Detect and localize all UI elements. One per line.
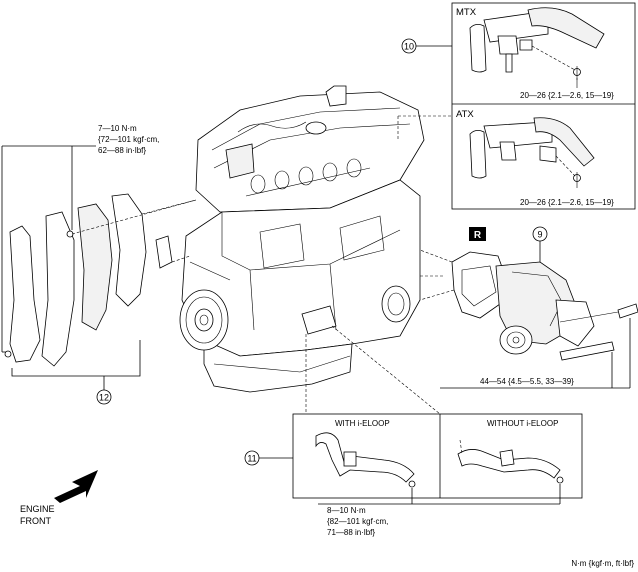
mtx-label: MTX <box>456 7 477 18</box>
svg-text:R: R <box>474 230 482 241</box>
svg-text:11: 11 <box>247 454 256 464</box>
water-pump-torque-leaders <box>440 318 631 389</box>
svg-text:9: 9 <box>537 230 542 240</box>
water-pump-pulley <box>499 325 533 355</box>
timing-cover-seal-plate <box>41 211 75 367</box>
timing-cover-torque-leaders <box>1 145 96 353</box>
replace-badge <box>469 227 486 241</box>
timing-cover-bracket <box>155 235 173 269</box>
without-ieloop-label: WITHOUT i-ELOOP <box>487 419 558 428</box>
water-pump-torque-spec: 44—54 {4.5—5.5, 33—39} <box>480 377 574 386</box>
engine-block <box>179 85 425 393</box>
water-pump-bolt-long <box>617 303 638 319</box>
water-hose-without-ieloop <box>457 439 564 484</box>
with-ieloop-label: WITH i-ELOOP <box>335 419 390 428</box>
engine-front-indicator: ENGINE FRONT <box>20 470 98 526</box>
timing-cover-gasket <box>9 225 41 363</box>
water-pump-assembly: R <box>419 227 638 361</box>
transmission-detail-panel: MTX ATX 20—26 {2.1—2.6, 15—19} <box>451 2 636 210</box>
engine-front-label-line2: FRONT <box>20 516 51 526</box>
atx-torque-spec: 20—26 {2.1—2.6, 15—19} <box>520 198 614 207</box>
timing-chain-cover-parts <box>4 193 197 367</box>
transmission-panel-frame <box>451 2 636 210</box>
water-hose-panel: WITH i-ELOOP WITHOUT i-ELOOP <box>292 413 583 505</box>
timing-cover-torque-line1: 7—10 N·m <box>98 124 137 133</box>
mtx-water-pipe <box>469 7 605 88</box>
callout-11: 11 <box>244 450 293 466</box>
water-hose-with-ieloop <box>315 432 416 488</box>
mtx-torque-spec: 20—26 {2.1—2.6, 15—19} <box>520 91 614 100</box>
engine-front-arrow-icon <box>54 470 98 503</box>
callout-9: 9 <box>532 226 548 262</box>
timing-cover-torque-line2: {72—101 kgf·cm, <box>98 135 159 144</box>
hose-torque-line1: 8—10 N·m <box>327 506 366 515</box>
hose-torque-line2: {82—101 kgf·cm, <box>327 517 388 526</box>
water-hose-panel-frame <box>292 413 583 499</box>
units-note: N·m {kgf·m, ft·lbf} <box>571 559 634 568</box>
svg-text:12: 12 <box>99 393 109 403</box>
engine-front-label-line1: ENGINE <box>20 504 55 514</box>
timing-cover-body <box>77 203 113 331</box>
water-pump-bolt-lower <box>559 341 615 361</box>
callout-10: 10 <box>401 38 452 54</box>
callout-12: 12 <box>11 340 141 405</box>
atx-water-pipe <box>469 117 595 188</box>
hose-torque-line3: 71—88 in·lbf} <box>327 528 375 537</box>
thermostat-housing <box>555 299 595 347</box>
atx-label: ATX <box>456 109 474 120</box>
timing-cover-bolt-lower <box>4 350 12 358</box>
crank-pulley <box>179 289 229 351</box>
svg-text:10: 10 <box>404 42 414 52</box>
timing-cover-torque-line3: 62—88 in·lbf} <box>98 146 146 155</box>
timing-cover-front-plate <box>111 193 147 307</box>
